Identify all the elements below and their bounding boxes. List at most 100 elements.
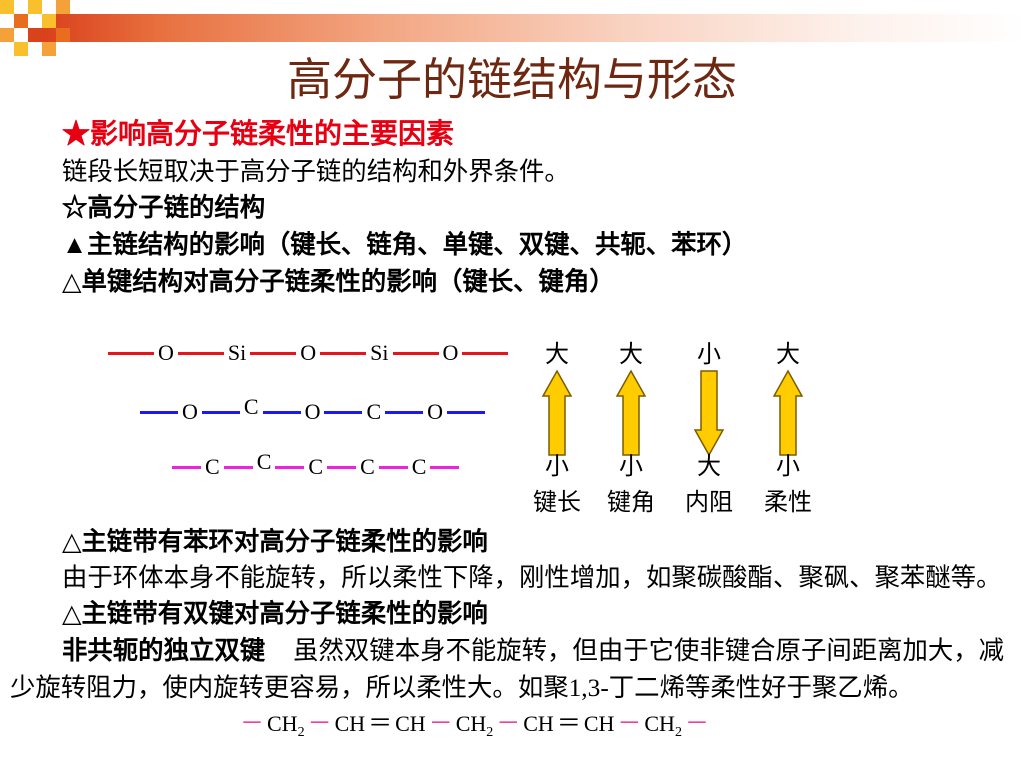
trend-property-label: 柔性: [764, 490, 812, 516]
formula-subscript: 2: [486, 725, 494, 740]
structure-heading: ☆高分子链的结构: [62, 194, 266, 222]
chain-atom: C: [243, 394, 259, 419]
formula-group: CH2: [641, 706, 685, 746]
chain-atom: Si: [370, 340, 389, 365]
section-heading: ★影响高分子链柔性的主要因素: [62, 119, 455, 150]
slide-title: 高分子的链结构与形态: [286, 55, 737, 105]
formula-group-text: CH: [523, 711, 554, 736]
trend-column: 大小键角: [591, 340, 671, 520]
chain-bond: [223, 465, 253, 469]
formula-bond: －: [428, 711, 453, 737]
benzene-text: 由于环体本身不能旋转，所以柔性下降，刚性增加，如聚碳酸酯、聚砜、聚苯醚等。: [62, 564, 1002, 592]
formula-group-text: CH: [395, 711, 426, 736]
decor-square: [56, 28, 70, 42]
decor-square: [42, 42, 56, 56]
decor-square: [42, 14, 56, 28]
chain-atom: C: [366, 399, 382, 424]
formula-subscript: 2: [297, 725, 305, 740]
chain-atom: C: [360, 454, 375, 479]
arrow-shape: [615, 369, 647, 456]
trend-top-label: 大: [545, 342, 569, 368]
chain-atom: O: [427, 399, 444, 424]
formula-group-text: CH: [267, 711, 298, 736]
nonconj-paragraph: 非共轭的独立双键虽然双键本身不能旋转，但由于它使非键合原子间距离加大，减: [62, 633, 1004, 669]
formula-group-text: CH: [583, 711, 615, 736]
decor-square: [56, 0, 70, 14]
formula-bond: －: [240, 711, 264, 737]
chain-bond: [378, 465, 408, 469]
chain-bond: [250, 351, 297, 355]
decor-square: [14, 14, 28, 28]
chain-bond: [140, 410, 178, 414]
trend-bottom-label: 小: [619, 454, 643, 480]
arrow-up-icon: [772, 369, 804, 456]
intro-text: 链段长短取决于高分子链的结构和外界条件。: [62, 158, 570, 186]
arrow-down-icon: [693, 370, 725, 457]
chain-bond: [320, 351, 367, 355]
formula-group: CH: [520, 706, 557, 742]
decor-square: [14, 42, 28, 56]
chain-bond: [392, 351, 439, 355]
formula-bond: －: [496, 711, 521, 737]
arrow-shape: [693, 370, 725, 457]
chain-atom: O: [182, 399, 198, 424]
chain-bond: [462, 351, 509, 355]
trend-column: 小大内阻: [669, 340, 749, 520]
nonconj-text: 虽然双键本身不能旋转，但由于它使非键合原子间距离加大，减: [293, 637, 1005, 665]
formula-group-text: CH: [455, 711, 487, 736]
arrow-up-icon: [541, 369, 573, 456]
single-bond-heading: △单键结构对高分子链柔性的影响（键长、键角）: [62, 268, 615, 296]
chain-atom: O: [304, 399, 321, 424]
decor-square: [28, 28, 42, 42]
formula-group: CH: [581, 706, 618, 742]
chain-atom: C: [308, 454, 324, 479]
formula-bond: ＝: [556, 711, 581, 737]
chain-bond: [172, 465, 201, 469]
decor-square: [0, 28, 14, 42]
formula-group: CH: [332, 706, 369, 742]
trend-property-label: 键长: [533, 490, 581, 516]
trend-top-label: 大: [776, 342, 800, 368]
arrow-shape: [772, 369, 804, 456]
benzene-heading: △主链带有苯环对高分子链柔性的影响: [62, 528, 488, 556]
chain-row: O Si O Si O: [108, 338, 509, 368]
chain-bond: [324, 410, 363, 414]
arrow-up-icon: [615, 369, 647, 456]
main-chain-heading: ▲主链结构的影响（键长、链角、单键、双键、共轭、苯环）: [62, 231, 748, 259]
chain-bond: [447, 410, 486, 414]
chain-bond: [430, 465, 460, 469]
formula-group: CH2: [264, 706, 308, 746]
trend-top-label: 大: [619, 342, 643, 368]
formula-group: CH2: [453, 706, 497, 746]
formula-group: CH: [392, 706, 429, 742]
formula-bond: －: [617, 711, 642, 737]
trend-bottom-label: 小: [545, 454, 569, 480]
chain-bond: [327, 465, 357, 469]
formula-bond: －: [307, 711, 332, 737]
decor-square: [28, 0, 42, 14]
trend-column: 大小键长: [517, 340, 597, 520]
butadiene-formula: －CH2－CH＝CH－CH2－CH＝CH－CH2－: [240, 706, 709, 742]
trend-bottom-label: 大: [697, 454, 721, 480]
chain-atom: Si: [227, 340, 247, 365]
chain-atom: O: [442, 340, 459, 365]
formula-bond: ＝: [368, 711, 393, 737]
arrow-shape: [541, 369, 573, 456]
chain-atom: C: [205, 454, 220, 479]
chain-bond: [108, 351, 154, 355]
chain-atom: O: [158, 340, 174, 365]
formula-group-text: CH: [644, 711, 675, 736]
trend-bottom-label: 小: [776, 454, 800, 480]
chain-bond: [177, 351, 224, 355]
nonconj-label: 非共轭的独立双键: [62, 637, 266, 665]
chain-atom: O: [300, 340, 317, 365]
formula-group-text: CH: [334, 711, 366, 736]
chain-bond: [262, 410, 301, 414]
trend-property-label: 内阻: [685, 490, 733, 516]
decor-square: [0, 0, 14, 14]
formula-subscript: 2: [674, 725, 682, 740]
trend-column: 大小柔性: [748, 340, 828, 520]
